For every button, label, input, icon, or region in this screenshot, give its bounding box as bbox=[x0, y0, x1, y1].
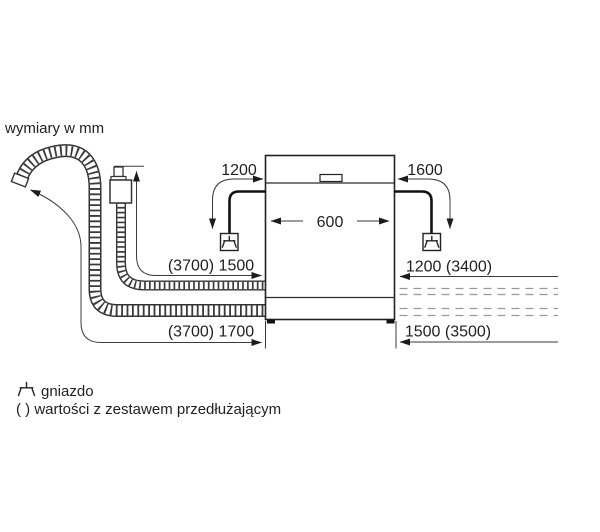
socket-left bbox=[219, 232, 239, 252]
dim-label-3700-1500: (3700) 1500 bbox=[168, 258, 254, 275]
dim-appliance-width: 600 bbox=[270, 214, 390, 231]
dim-label-1500-3500: 1500 (3500) bbox=[405, 324, 491, 341]
socket-plug-icon bbox=[424, 235, 440, 248]
dim-supply-hose-right: 1200 (3400) bbox=[399, 259, 558, 280]
hose-extension-dashed-lines bbox=[399, 287, 558, 317]
display-window bbox=[319, 173, 343, 183]
drain-hose-end-cap bbox=[10, 172, 30, 188]
power-cord-left bbox=[228, 190, 267, 234]
dim-power-cord-right: 1600 bbox=[397, 162, 454, 229]
dim-label-1200-3400: 1200 (3400) bbox=[406, 259, 492, 276]
dim-label-3700-1700: (3700) 1700 bbox=[168, 324, 254, 341]
legend: gniazdo ( ) wartości z zestawem przedłuż… bbox=[16, 381, 281, 418]
aquastop-valve bbox=[109, 166, 133, 204]
dim-power-cord-left: 1200 bbox=[209, 162, 264, 229]
legend-socket-label: gniazdo bbox=[41, 383, 94, 400]
foot-left bbox=[267, 319, 275, 324]
dim-label-1200: 1200 bbox=[221, 162, 257, 179]
foot-right bbox=[386, 319, 395, 324]
socket-right bbox=[422, 232, 442, 252]
dim-label-1600: 1600 bbox=[407, 162, 443, 179]
page-title: wymiary w mm bbox=[4, 120, 104, 137]
power-cord-right bbox=[393, 190, 433, 234]
dim-drain-hose-left: (3700) 1700 bbox=[30, 189, 262, 346]
dim-label-600: 600 bbox=[317, 214, 344, 231]
dishwasher-body bbox=[264, 154, 396, 324]
socket-plug-icon bbox=[17, 381, 36, 397]
legend-parentheses-note: ( ) wartości z zestawem przedłużającym bbox=[16, 401, 281, 418]
dim-supply-hose-left: (3700) 1500 bbox=[114, 165, 262, 279]
dim-drain-hose-right: 1500 (3500) bbox=[399, 324, 558, 346]
